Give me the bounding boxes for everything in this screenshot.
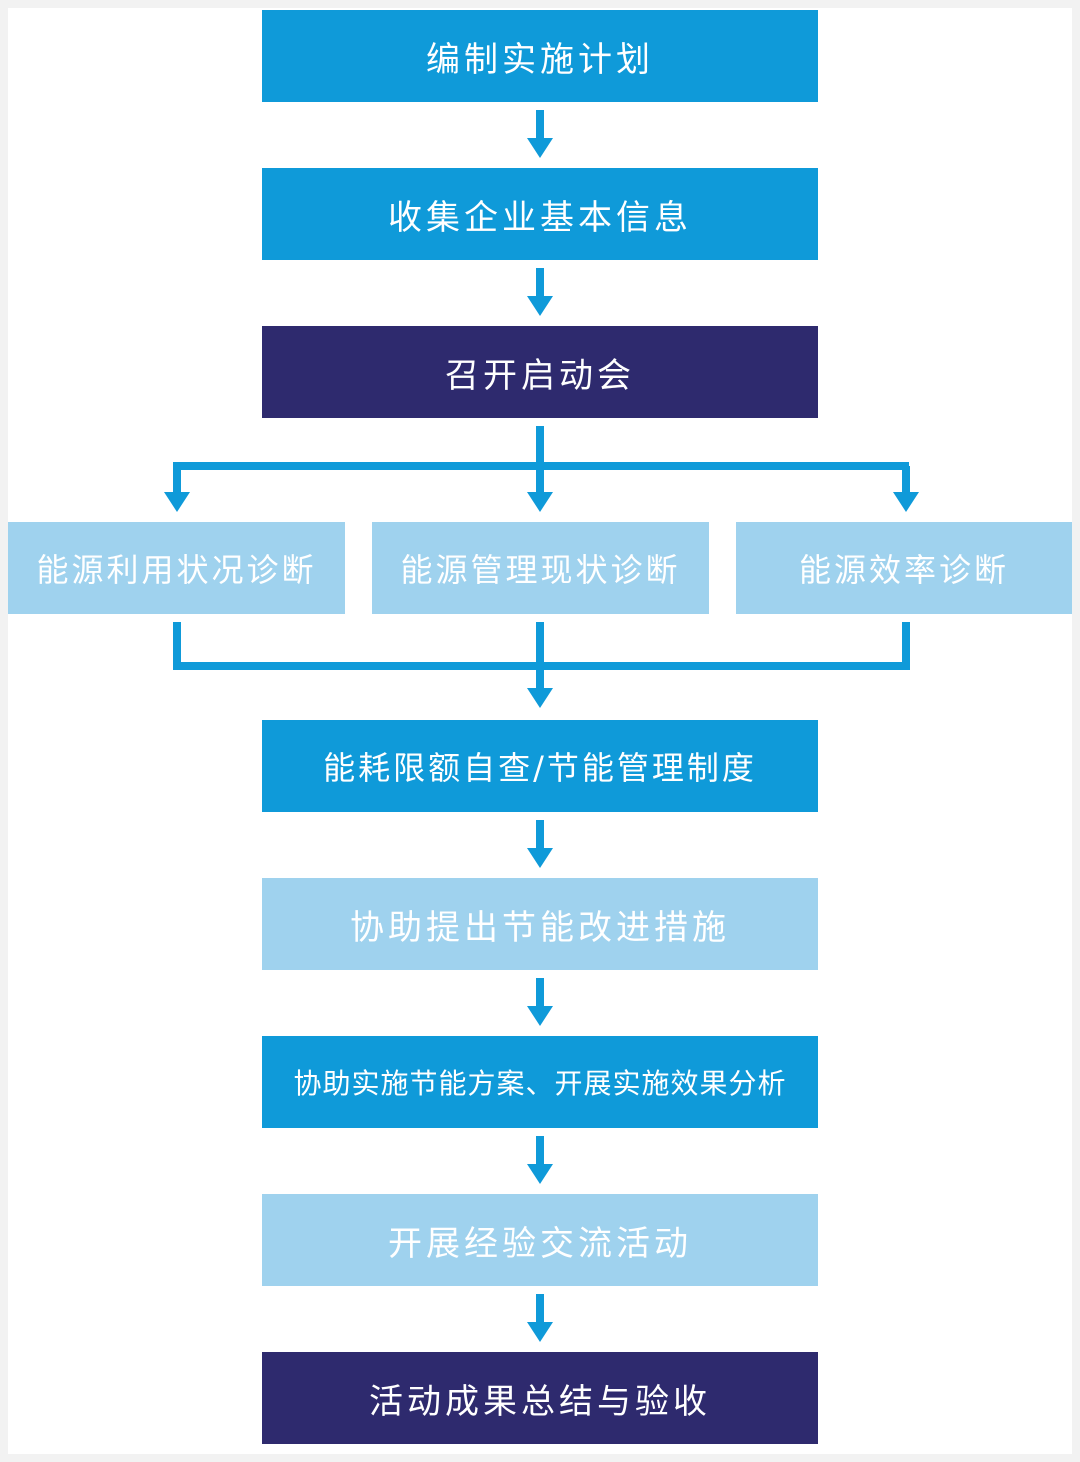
step-summary-acceptance: 活动成果总结与验收 [262, 1352, 818, 1444]
step-exchange-activity: 开展经验交流活动 [262, 1194, 818, 1286]
step-plan: 编制实施计划 [262, 10, 818, 102]
arrowhead [527, 1322, 553, 1342]
arrowhead [527, 296, 553, 316]
arrowhead [527, 138, 553, 158]
arrowhead [527, 1006, 553, 1026]
branch-energy-management: 能源管理现状诊断 [372, 522, 709, 614]
arrowhead [527, 848, 553, 868]
step-collect-info: 收集企业基本信息 [262, 168, 818, 260]
step-self-check: 能耗限额自查/节能管理制度 [262, 720, 818, 812]
arrowhead [527, 688, 553, 708]
branch-energy-utilization: 能源利用状况诊断 [8, 522, 345, 614]
arrowhead [164, 492, 190, 512]
arrowhead [527, 1164, 553, 1184]
branch-energy-efficiency: 能源效率诊断 [736, 522, 1072, 614]
arrowhead [527, 492, 553, 512]
step-kickoff-meeting: 召开启动会 [262, 326, 818, 418]
step-propose-measures: 协助提出节能改进措施 [262, 878, 818, 970]
arrowhead [893, 492, 919, 512]
step-implement-plan: 协助实施节能方案、开展实施效果分析 [262, 1036, 818, 1128]
